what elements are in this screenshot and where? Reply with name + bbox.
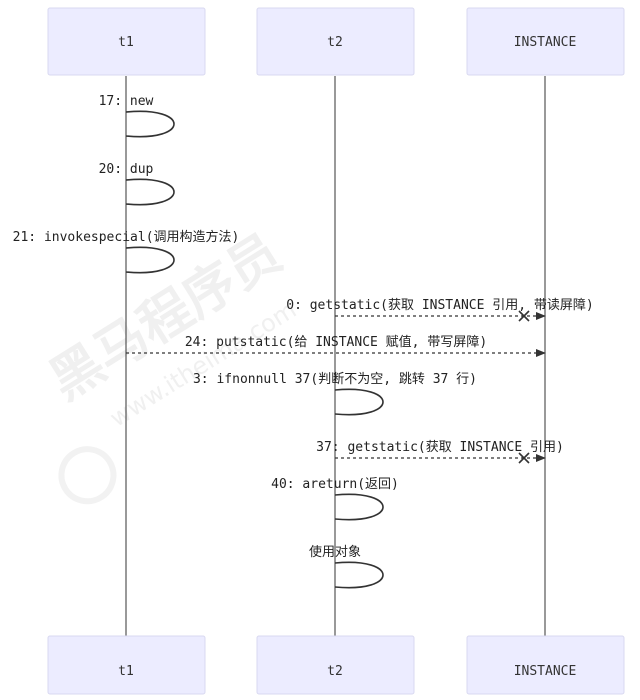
actor-label: t1 <box>118 664 134 679</box>
self-loop <box>125 246 175 274</box>
actor-label: INSTANCE <box>514 664 577 679</box>
actor-top-instance: INSTANCE <box>466 7 625 76</box>
self-loop <box>125 178 175 206</box>
message-0-getstatic: 0: getstatic(获取 INSTANCE 引用, 带读屏障) <box>286 298 594 322</box>
self-loop <box>125 110 175 138</box>
message-3-ifnonnull: 3: ifnonnull 37(判断不为空, 跳转 37 行) <box>193 372 477 416</box>
actor-bottom-t1: t1 <box>47 635 206 695</box>
self-loop <box>334 561 384 589</box>
actor-top-t2: t2 <box>256 7 415 76</box>
actor-top-t1: t1 <box>47 7 206 76</box>
message-label: 21: invokespecial(调用构造方法) <box>13 229 240 245</box>
message-20-dup: 20: dup <box>99 162 175 206</box>
message-label: 37: getstatic(获取 INSTANCE 引用) <box>316 440 564 455</box>
message-label: 24: putstatic(给 INSTANCE 赋值, 带写屏障) <box>185 334 487 350</box>
message-label: 20: dup <box>99 162 154 177</box>
message-21-invokespecial: 21: invokespecial(调用构造方法) <box>13 229 240 274</box>
actor-label: INSTANCE <box>514 35 577 50</box>
message-use-object: 使用对象 <box>309 544 384 589</box>
actor-bottom-t2: t2 <box>256 635 415 695</box>
actor-label: t1 <box>118 35 134 50</box>
message-17-new: 17: new <box>99 94 175 138</box>
message-label: 40: areturn(返回) <box>271 477 399 492</box>
actor-label: t2 <box>327 35 343 50</box>
message-label: 0: getstatic(获取 INSTANCE 引用, 带读屏障) <box>286 298 594 313</box>
self-loop <box>334 388 384 416</box>
cross-icon <box>518 452 530 464</box>
message-24-putstatic: 24: putstatic(给 INSTANCE 赋值, 带写屏障) <box>126 334 546 357</box>
self-loop <box>334 493 384 521</box>
message-label: 使用对象 <box>309 544 361 560</box>
cross-icon <box>518 310 530 322</box>
actor-bottom-instance: INSTANCE <box>466 635 625 695</box>
message-37-getstatic: 37: getstatic(获取 INSTANCE 引用) <box>316 440 564 464</box>
message-label: 3: ifnonnull 37(判断不为空, 跳转 37 行) <box>193 372 477 387</box>
watermark-logo-icon <box>58 446 117 505</box>
message-40-areturn: 40: areturn(返回) <box>271 477 399 521</box>
message-label: 17: new <box>99 94 154 109</box>
actor-label: t2 <box>327 664 343 679</box>
